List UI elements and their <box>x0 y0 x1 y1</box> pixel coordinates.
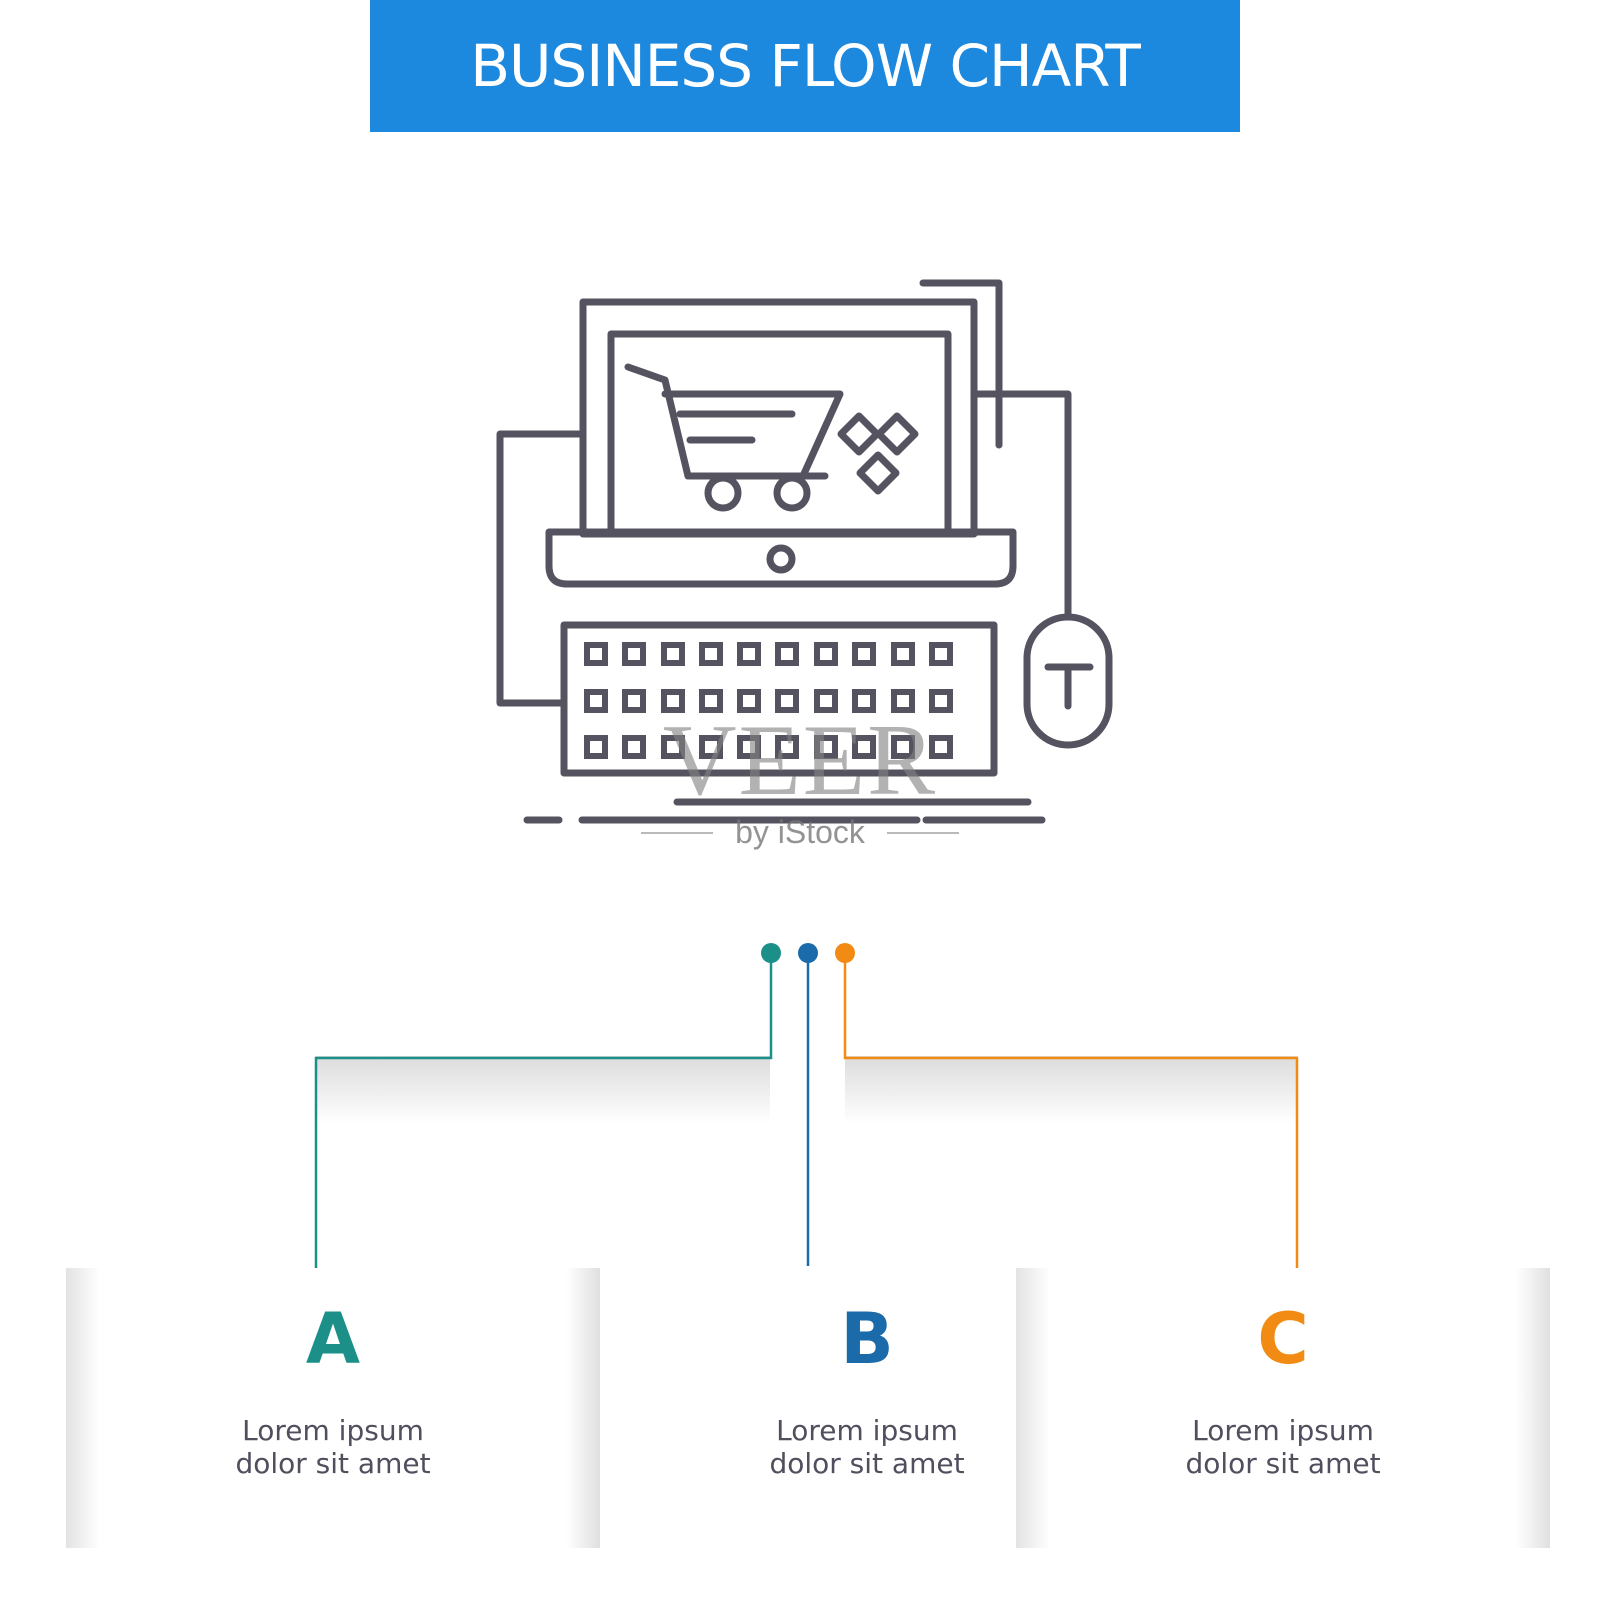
keyboard-key <box>852 642 876 666</box>
keyboard-key <box>775 735 799 759</box>
panel-c-text: Lorem ipsum dolor sit amet <box>1016 1414 1550 1480</box>
keyboard-keys <box>584 642 953 759</box>
diamond-icon-2 <box>875 412 919 456</box>
panel-c: C Lorem ipsum dolor sit amet <box>1016 1268 1550 1548</box>
keyboard-key <box>814 689 838 713</box>
diamond-icon-3 <box>856 451 900 495</box>
keyboard-key <box>699 735 723 759</box>
keyboard-key <box>622 689 646 713</box>
title-banner: BUSINESS FLOW CHART <box>370 0 1240 132</box>
keyboard-key <box>929 642 953 666</box>
keyboard-key <box>891 689 915 713</box>
keyboard-key <box>737 689 761 713</box>
panel-a-text: Lorem ipsum dolor sit amet <box>66 1414 600 1480</box>
keyboard-key <box>814 642 838 666</box>
keyboard-key <box>775 689 799 713</box>
keyboard-key <box>929 735 953 759</box>
keyboard-key <box>814 735 838 759</box>
panel-a-letter: A <box>305 1298 361 1380</box>
panel-b-line2: dolor sit amet <box>769 1447 965 1480</box>
keyboard-key <box>891 642 915 666</box>
keyboard-key <box>891 735 915 759</box>
page-title: BUSINESS FLOW CHART <box>470 32 1141 100</box>
connector-line-a <box>314 953 773 1283</box>
mouse <box>1023 613 1113 749</box>
keyboard <box>560 621 998 777</box>
panel-c-line1: Lorem ipsum <box>1192 1414 1374 1447</box>
computer-shopping-cart-icon <box>496 279 1113 824</box>
keyboard-key <box>661 735 685 759</box>
power-button <box>766 544 796 574</box>
keyboard-key <box>775 642 799 666</box>
keyboard-key <box>852 735 876 759</box>
keyboard-key <box>852 689 876 713</box>
panel-a-line1: Lorem ipsum <box>242 1414 424 1447</box>
panel-a: A Lorem ipsum dolor sit amet <box>66 1268 600 1548</box>
panel-b-letter: B <box>840 1298 894 1380</box>
cart-icon <box>624 363 829 480</box>
keyboard-key <box>737 735 761 759</box>
keyboard-key <box>584 689 608 713</box>
keyboard-key <box>584 735 608 759</box>
keyboard-key <box>699 689 723 713</box>
panel-b-line1: Lorem ipsum <box>776 1414 958 1447</box>
keyboard-key <box>661 689 685 713</box>
keyboard-key <box>737 642 761 666</box>
left-cable <box>496 430 587 707</box>
panel-c-letter: C <box>1257 1298 1309 1380</box>
shade-left <box>316 1056 770 1124</box>
shade-right <box>845 1056 1297 1124</box>
side-cable <box>970 390 1072 621</box>
panel-a-line2: dolor sit amet <box>235 1447 431 1480</box>
panel-c-line2: dolor sit amet <box>1185 1447 1381 1480</box>
top-cable <box>919 279 1003 449</box>
keyboard-key <box>584 642 608 666</box>
connector-line-c <box>843 953 1299 1283</box>
keyboard-key <box>622 642 646 666</box>
keyboard-key <box>929 689 953 713</box>
keyboard-key <box>699 642 723 666</box>
cart-wheel-left <box>704 474 742 512</box>
diamond-icon-1 <box>837 412 881 456</box>
laptop-base <box>545 528 1017 588</box>
panel-b-text: Lorem ipsum dolor sit amet <box>600 1414 1134 1480</box>
cart-wheel-right <box>773 474 811 512</box>
keyboard-key <box>622 735 646 759</box>
keyboard-key <box>661 642 685 666</box>
